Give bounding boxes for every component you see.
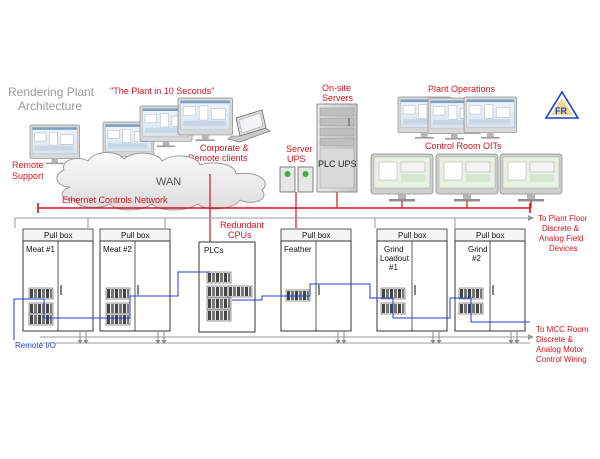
- laptop-icon: [227, 109, 271, 143]
- title-line1: Rendering Plant: [8, 85, 95, 99]
- down-arrows: [77, 331, 520, 345]
- plcs-label: PLCs: [204, 246, 224, 255]
- cabinet-grind2: Grind #2: [454, 240, 526, 332]
- pull-box-label: Pull box: [121, 231, 149, 240]
- remote-io-link-east: [232, 283, 530, 323]
- company-logo: FR: [544, 90, 580, 119]
- oit-monitor-3: [499, 153, 563, 202]
- pull-box-label: Pull box: [302, 231, 330, 240]
- control-room-oits-label: Control Room OITs: [425, 141, 502, 151]
- to-mcc-line2: Discrete &: [536, 335, 574, 344]
- server-ups-unit-2: [297, 166, 314, 193]
- grind-loadout-line2: Loadout: [380, 254, 410, 263]
- server-rack: [316, 103, 358, 193]
- to-mcc-line1: To MCC Room: [536, 325, 589, 334]
- grind2-line2: #2: [472, 254, 481, 263]
- cabinet-feather: Feather: [280, 240, 352, 332]
- logo-text: FR: [555, 106, 567, 116]
- onsite-servers-line2: Servers: [322, 93, 354, 103]
- corporate-label-line1: Corporate &: [200, 143, 249, 153]
- plant-operations-label: Plant Operations: [428, 84, 496, 94]
- grind-loadout-line3: #1: [389, 263, 398, 272]
- title-line2: Architecture: [18, 99, 82, 113]
- onsite-servers-line1: On-site: [322, 83, 351, 93]
- plc-ups-label: PLC UPS: [318, 159, 357, 169]
- pull-box-grind1: Pull box: [376, 228, 448, 242]
- pull-box-label: Pull box: [476, 231, 504, 240]
- pull-box-meat1: Pull box: [22, 228, 94, 242]
- server-ups-line1: Server: [286, 144, 313, 154]
- corporate-label-line2: Remote clients: [188, 153, 248, 163]
- cabinet-meat2-label: Meat #2: [103, 245, 132, 254]
- oit-monitor-2: [435, 153, 499, 202]
- to-plant-floor-line1: To Plant Floor: [538, 214, 588, 223]
- remote-support-line2: Support: [12, 171, 44, 181]
- server-ups-unit-1: [279, 166, 296, 193]
- grind-loadout-line1: Grind: [384, 245, 404, 254]
- cabinet-meat1: Meat #1: [22, 240, 94, 332]
- grind2-line1: Grind: [468, 245, 488, 254]
- plant-in-10-seconds-label: "The Plant in 10 Seconds": [110, 86, 214, 96]
- wan-label: WAN: [156, 176, 181, 188]
- wan-cloud: [56, 152, 266, 211]
- redundant-cpus-line1: Redundant: [220, 220, 265, 230]
- cabinet-feather-label: Feather: [284, 245, 312, 254]
- redundant-cpus-line2: CPUs: [228, 230, 252, 240]
- pull-box-meat2: Pull box: [99, 228, 171, 242]
- to-plant-floor-line2: Discrete &: [542, 224, 580, 233]
- pull-box-feather: Pull box: [280, 228, 352, 242]
- cabinet-plcs: PLCs: [198, 241, 256, 333]
- to-mcc-line4: Control Wiring: [536, 355, 587, 364]
- cabinet-meat2: Meat #2: [99, 240, 171, 332]
- pull-box-label: Pull box: [398, 231, 426, 240]
- remote-io-link-west: [13, 271, 210, 340]
- remote-support-line1: Remote: [12, 160, 44, 170]
- cabinet-meat1-label: Meat #1: [26, 245, 55, 254]
- server-ups-line2: UPS: [287, 154, 306, 164]
- mcc-arrow: [528, 334, 534, 340]
- ethernet-network-label: Ethernet Controls Network: [62, 195, 168, 205]
- pull-box-label: Pull box: [44, 231, 72, 240]
- to-mcc-line3: Analog Motor: [536, 345, 584, 354]
- to-plant-floor-line3: Analog Field: [539, 234, 583, 243]
- pull-box-grind2: Pull box: [454, 228, 526, 242]
- corporate-monitor-3: [177, 97, 233, 142]
- remote-support-monitor: [29, 124, 80, 165]
- plant-ops-monitor-3: [463, 96, 518, 140]
- oit-monitor-1: [370, 153, 434, 202]
- remote-io-label: Remote I/O: [15, 341, 56, 350]
- to-plant-floor-line4: Devices: [549, 244, 577, 253]
- field-devices-arrow: [528, 215, 534, 221]
- cabinet-grind-loadout-1: Grind Loadout #1: [376, 240, 448, 332]
